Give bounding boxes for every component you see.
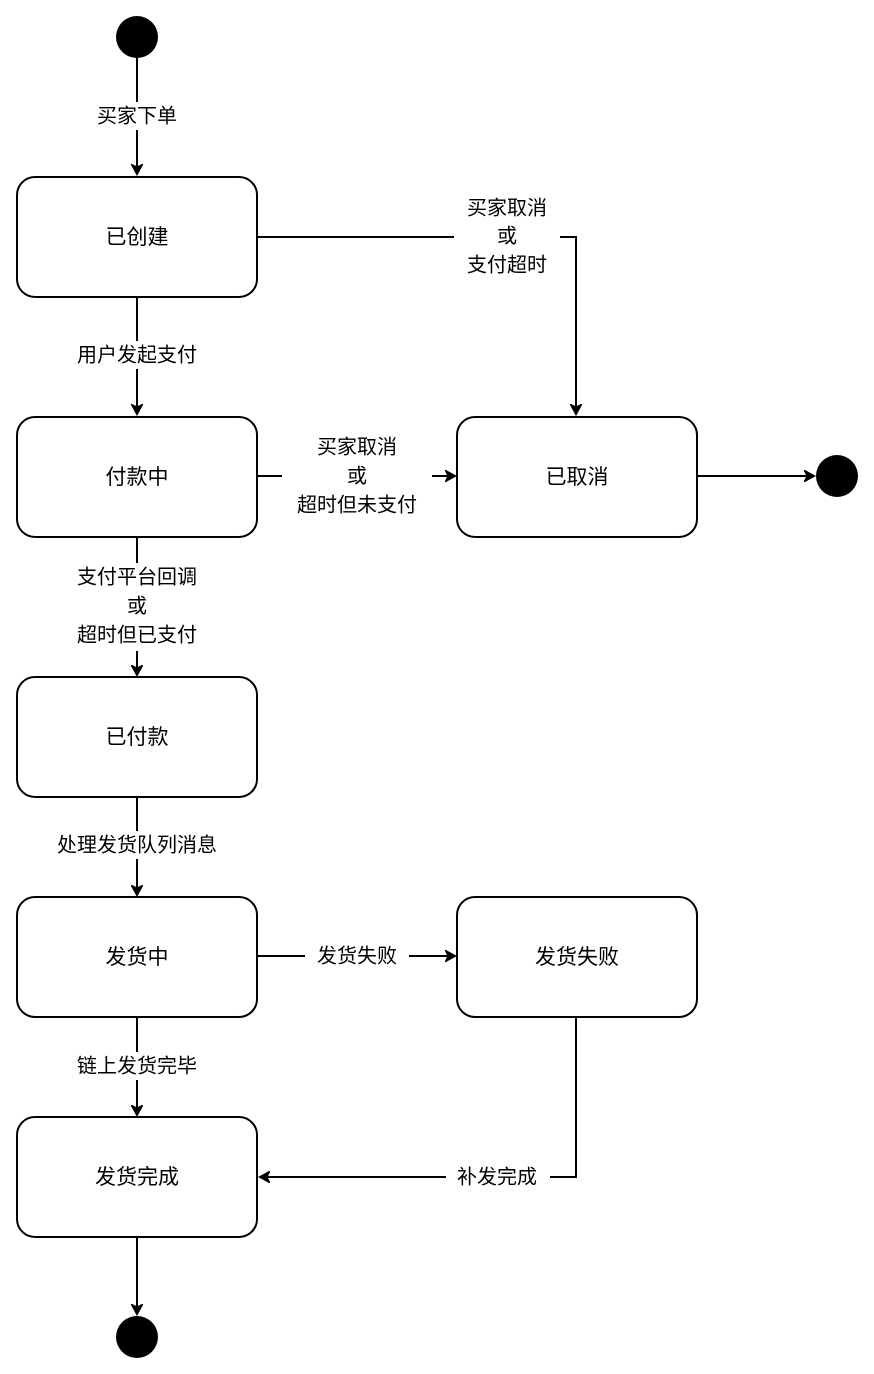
- state-shipping: 发货中: [16, 896, 258, 1018]
- state-created-label: 已创建: [106, 225, 169, 249]
- label-chain-done: 链上发货完毕: [60, 1052, 214, 1080]
- label-ship-fail-text: 发货失败: [317, 944, 397, 968]
- start-node: [116, 16, 158, 58]
- state-shipped-label: 发货完成: [95, 1165, 179, 1189]
- label-created-cancel-line1: 买家取消: [467, 196, 547, 220]
- state-cancelled-label: 已取消: [546, 465, 609, 489]
- label-created-cancel-line2: 或: [497, 224, 517, 248]
- label-payment-done-line3: 超时但已支付: [77, 623, 197, 647]
- label-reship-done: 补发完成: [446, 1163, 550, 1191]
- label-created-cancel-line3: 支付超时: [467, 253, 547, 277]
- label-paying-cancel-line2: 或: [347, 464, 367, 488]
- label-start-payment: 用户发起支付: [60, 341, 214, 369]
- state-created: 已创建: [16, 176, 258, 298]
- label-ship-fail: 发货失败: [305, 942, 409, 970]
- label-paying-cancel: 买家取消 或 超时但未支付: [282, 432, 432, 520]
- label-payment-done-line1: 支付平台回调: [77, 565, 197, 589]
- state-paying-label: 付款中: [106, 465, 169, 489]
- state-ship-failed-label: 发货失败: [535, 945, 619, 969]
- end-node-shipped: [116, 1316, 158, 1358]
- label-reship-done-text: 补发完成: [457, 1165, 537, 1189]
- label-process-queue: 处理发货队列消息: [36, 831, 238, 859]
- edge-failed-to-shipped: [260, 1017, 577, 1177]
- label-process-queue-text: 处理发货队列消息: [57, 833, 217, 857]
- state-paid: 已付款: [16, 676, 258, 798]
- label-chain-done-text: 链上发货完毕: [77, 1054, 197, 1078]
- label-payment-done: 支付平台回调 或 超时但已支付: [60, 563, 214, 651]
- label-created-cancel: 买家取消 或 支付超时: [454, 194, 560, 280]
- state-cancelled: 已取消: [456, 416, 698, 538]
- state-shipped: 发货完成: [16, 1116, 258, 1238]
- label-payment-done-line2: 或: [127, 594, 147, 618]
- state-shipping-label: 发货中: [106, 945, 169, 969]
- end-node-cancelled: [816, 455, 858, 497]
- state-paying: 付款中: [16, 416, 258, 538]
- state-ship-failed: 发货失败: [456, 896, 698, 1018]
- edge-created-to-cancelled: [258, 236, 576, 414]
- label-place-order-text: 买家下单: [97, 104, 177, 128]
- label-paying-cancel-line3: 超时但未支付: [297, 493, 417, 517]
- label-paying-cancel-line1: 买家取消: [317, 435, 397, 459]
- state-paid-label: 已付款: [106, 725, 169, 749]
- label-place-order: 买家下单: [84, 102, 190, 130]
- label-start-payment-text: 用户发起支付: [77, 343, 197, 367]
